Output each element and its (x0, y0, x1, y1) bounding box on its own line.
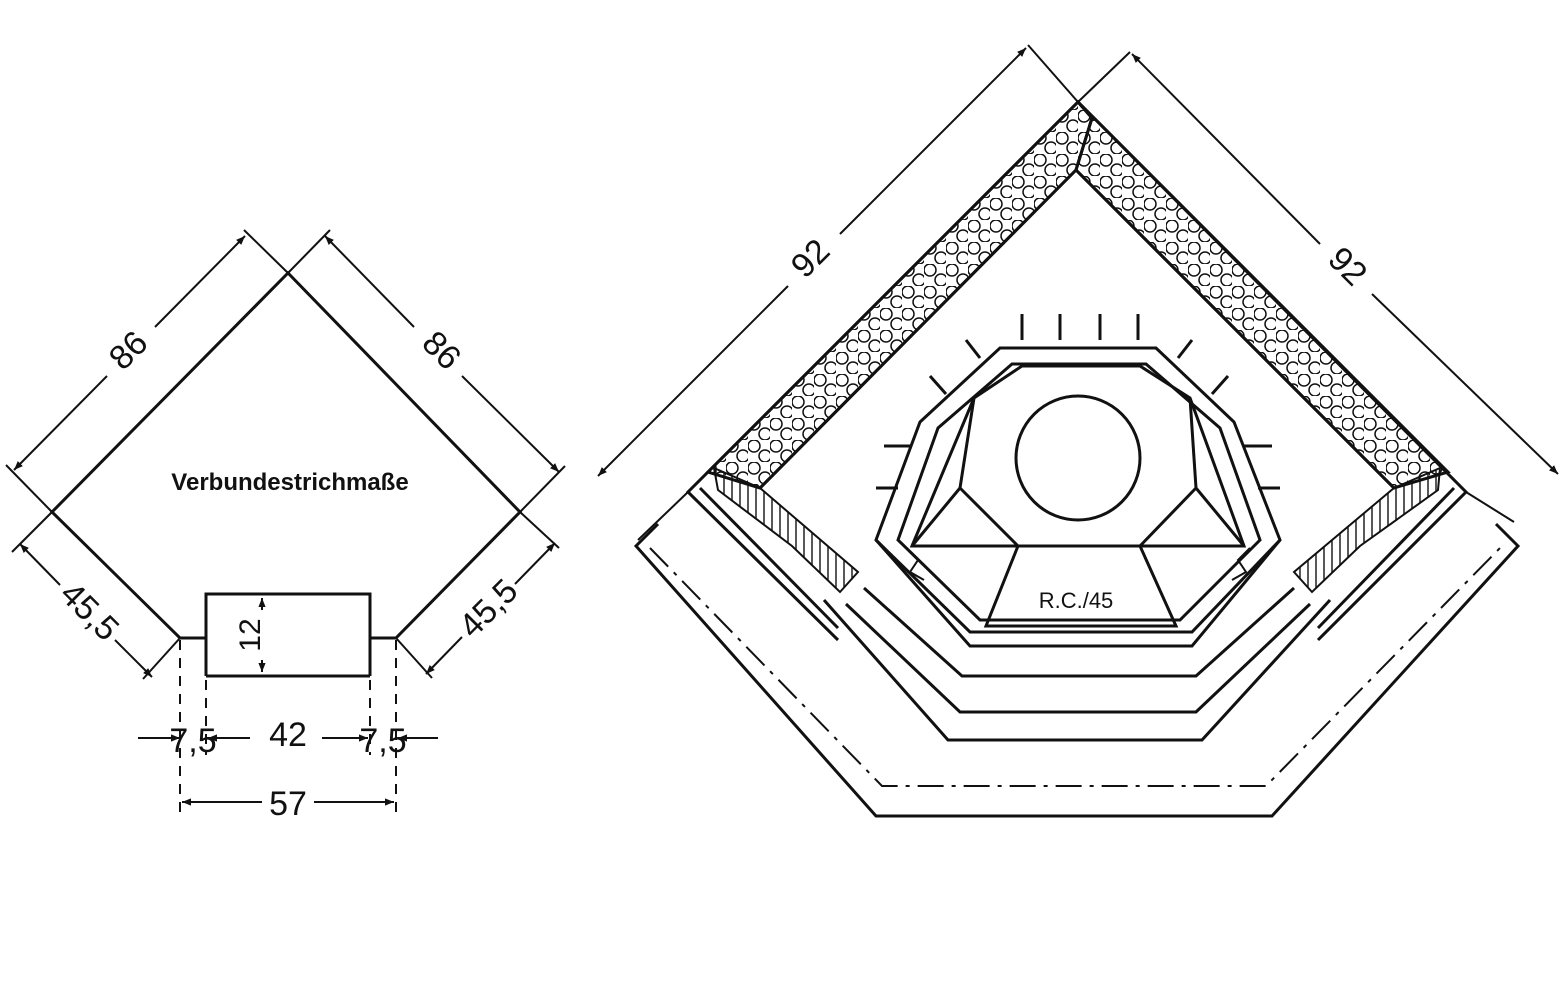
dim-offset-left-label: 7,5 (169, 722, 216, 760)
left-outline (49, 270, 523, 640)
right-floor-plan: R.C./45 92 (597, 44, 1559, 818)
dim-upper-right-label: 86 (415, 324, 469, 378)
convection-fins (876, 314, 1280, 490)
dim-opening-depth-label: 12 (234, 618, 267, 651)
dim-lower-left: 45,5 (11, 511, 181, 680)
dim-right-left: 92 (597, 44, 1079, 541)
dim-opening-depth: 12 (234, 598, 267, 672)
dim-lower-left-label: 45,5 (53, 575, 127, 649)
dim-upper-left-label: 86 (102, 324, 156, 378)
flue-outlet (1014, 394, 1142, 522)
dim-right-right: 92 (1077, 51, 1559, 523)
dim-bottom-row: 7,5 42 7,5 (138, 716, 438, 760)
outer-base (633, 522, 1521, 818)
dim-total-width: 57 (182, 785, 394, 823)
stove-door (983, 544, 1179, 628)
left-title: Verbundestrichmaße (171, 469, 408, 496)
dim-right-right-label: 92 (1321, 240, 1375, 294)
dim-opening-width-label: 42 (269, 716, 307, 754)
stove-outer (874, 346, 1282, 634)
dim-total-width-label: 57 (269, 785, 307, 823)
dim-offset-right-label: 7,5 (359, 722, 406, 760)
left-extension-lines (179, 640, 397, 815)
panel-right (1292, 466, 1442, 594)
stove-middle (896, 362, 1262, 622)
dim-lower-right-label: 45,5 (452, 572, 526, 646)
insulation-left (705, 99, 1094, 490)
dim-right-left-label: 92 (784, 232, 838, 286)
stove-model-label: R.C./45 (1039, 588, 1114, 613)
dim-lower-right: 45,5 (395, 511, 560, 679)
left-floor-plan: Verbundestrichmaße 86 86 45,5 (5, 229, 566, 823)
base-dashdot (649, 547, 1501, 787)
